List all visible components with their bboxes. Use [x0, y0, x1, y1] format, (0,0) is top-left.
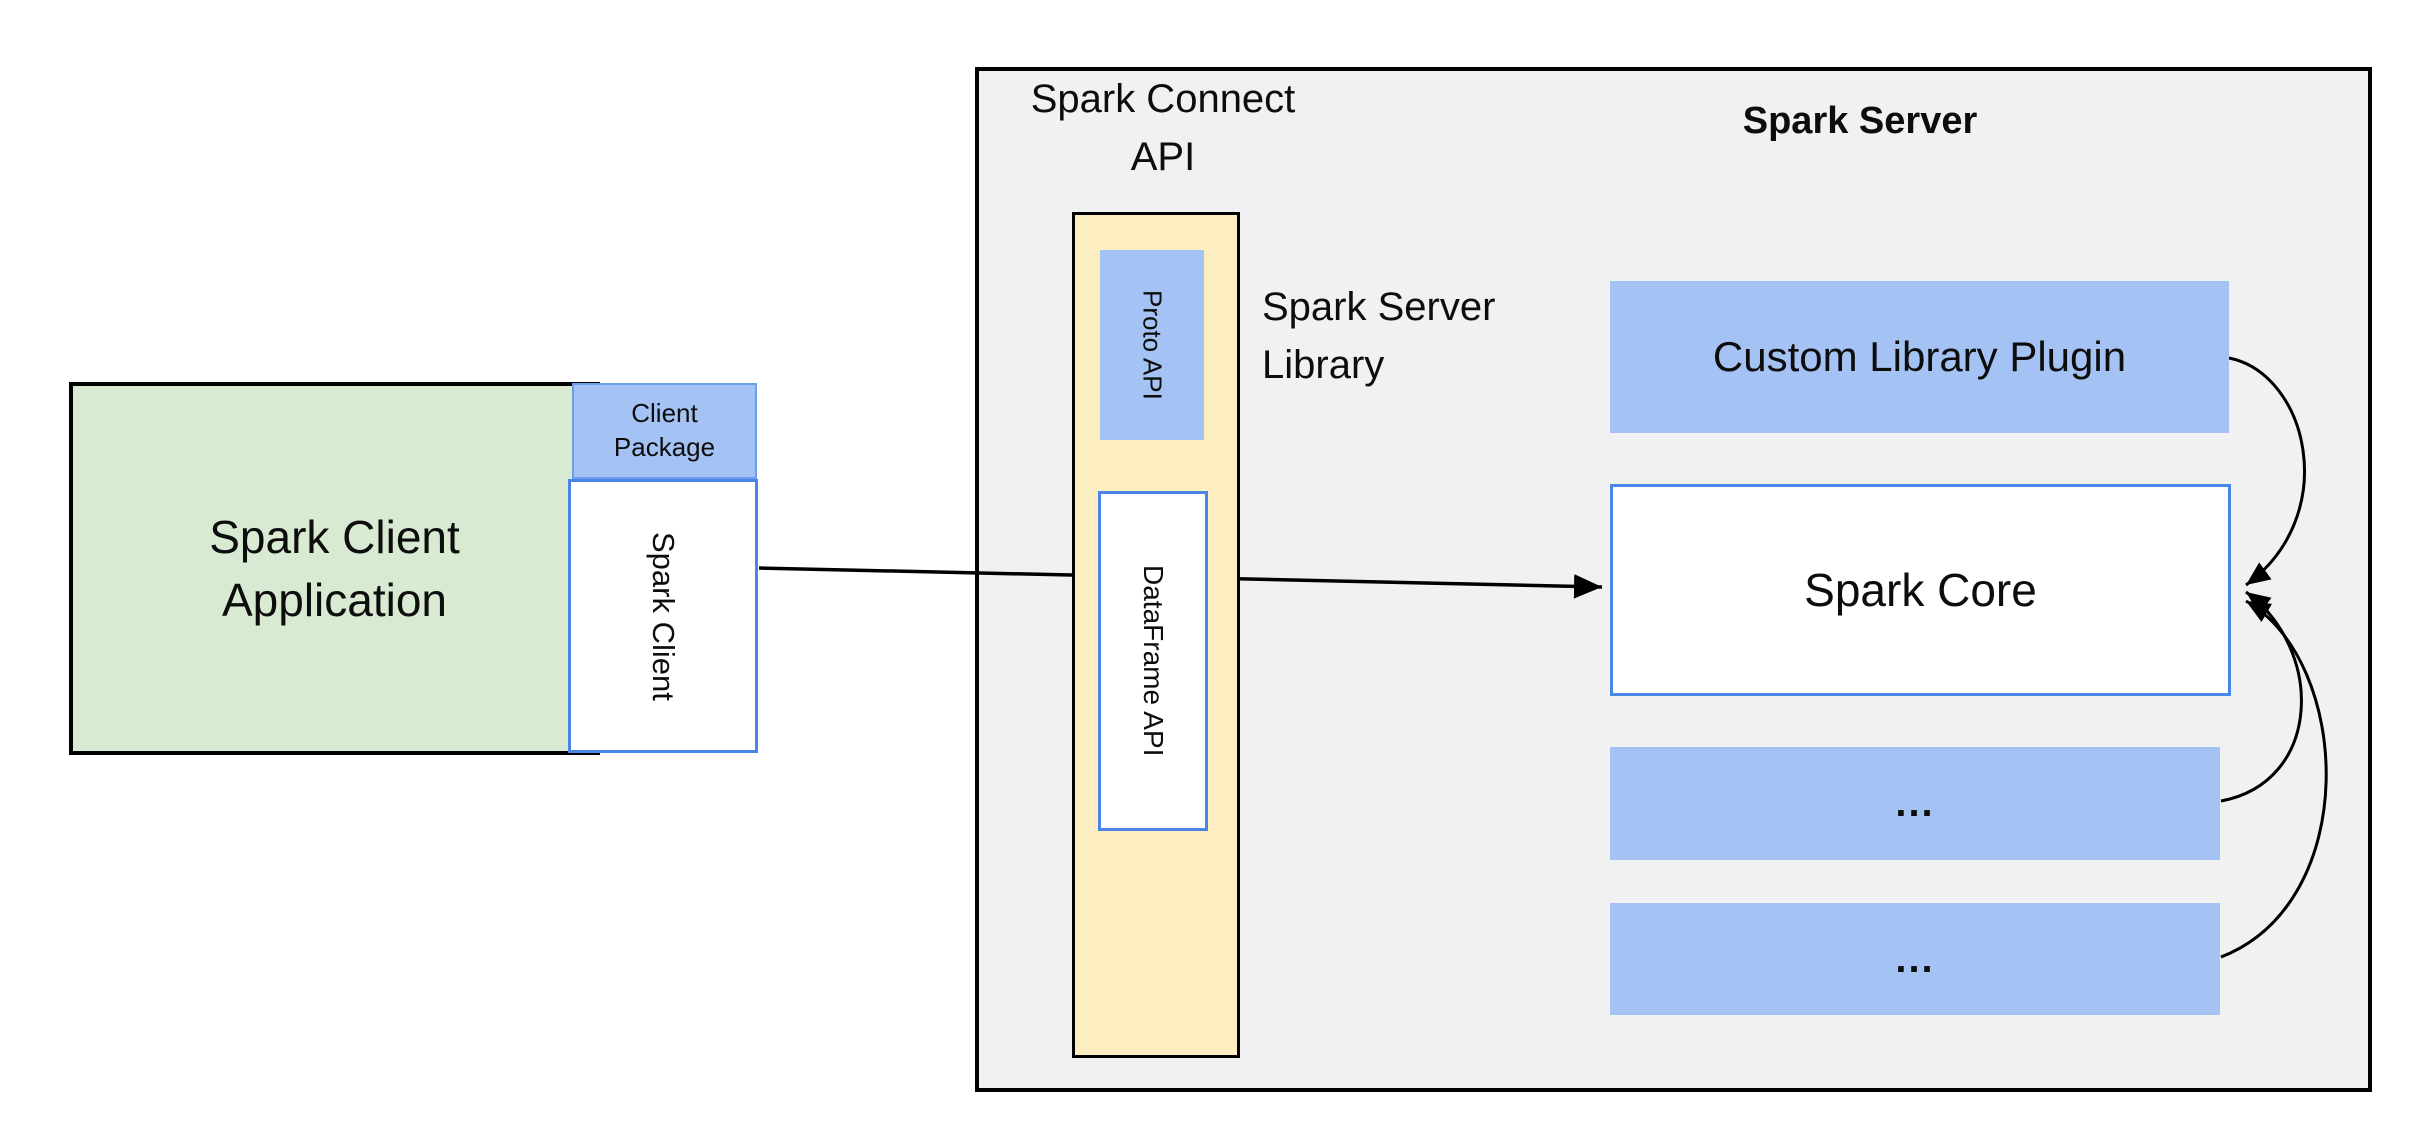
ellipsis2-to-spark-core-arrow [2220, 599, 2328, 959]
spark-core-label: Spark Core [1804, 564, 2037, 616]
ellipsis-label-2: ... [1895, 936, 1935, 981]
plugin-to-spark-core-arrow [2228, 356, 2306, 587]
custom-library-plugin-label: Custom Library Plugin [1712, 333, 2127, 380]
spark-server-library-label: Spark Server Library [1262, 285, 1496, 387]
proto-api-box: Proto API [1100, 250, 1204, 440]
spark-client-application-box: Spark Client Application [69, 382, 600, 755]
ellipsis-label-1: ... [1895, 781, 1935, 825]
spark-client-application-label: Spark Client Application [209, 511, 460, 626]
spark-server-title: Spark Server [1742, 100, 1978, 142]
client-package-box: Client Package [572, 383, 757, 479]
proto-api-label: Proto API [1137, 290, 1168, 400]
custom-library-plugin-box: Custom Library Plugin [1610, 281, 2229, 433]
spark-client-box: Spark Client [568, 479, 758, 753]
spark-core-box: Spark Core [1610, 484, 2231, 696]
ellipsis-box-2: ... [1610, 903, 2220, 1015]
ellipsis-box-1: ... [1610, 747, 2220, 860]
dataframe-api-label: DataFrame API [1138, 565, 1169, 757]
dataframe-api-box: DataFrame API [1098, 491, 1208, 831]
ellipsis1-to-spark-core-arrow [2220, 590, 2303, 803]
client-package-label: Client Package [613, 398, 716, 462]
spark-client-label: Spark Client [646, 531, 681, 701]
spark-connect-api-label: Spark Connect API [1030, 77, 1296, 179]
